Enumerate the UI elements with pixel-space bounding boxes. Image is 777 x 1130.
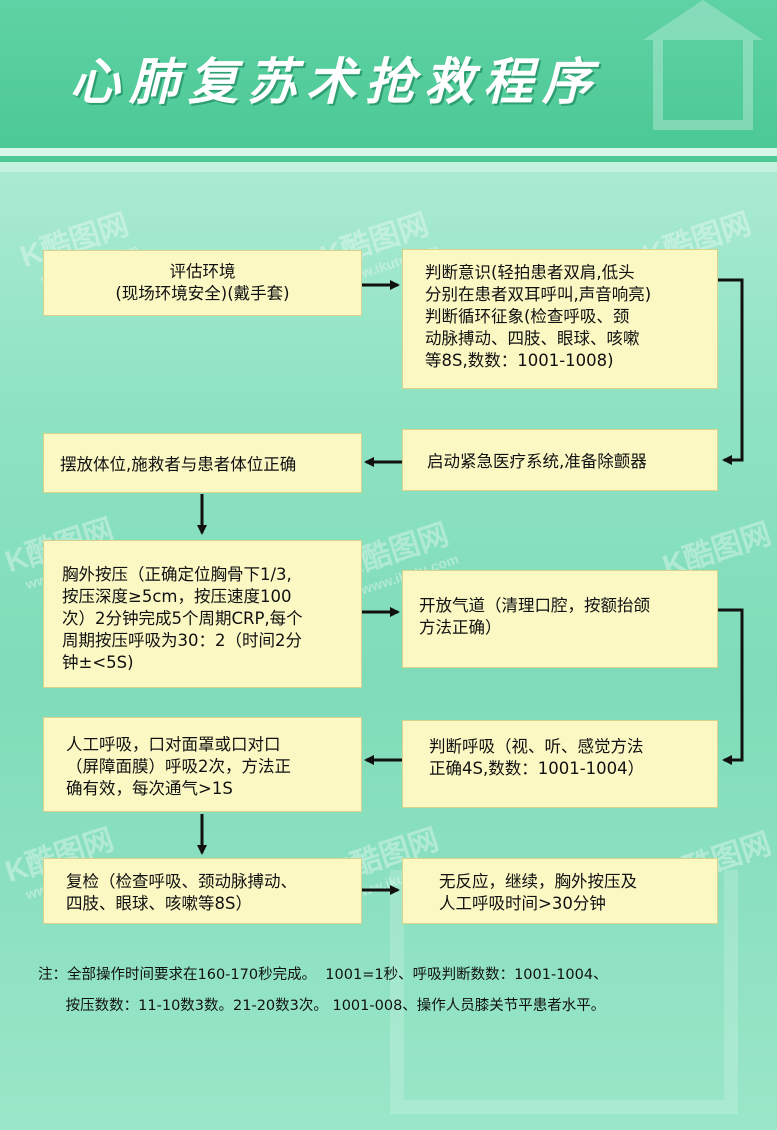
step-recheck: 复检（检查呼吸、颈动脉搏动、 四肢、眼球、咳嗽等8S） xyxy=(43,858,362,924)
step-judge-breathing: 判断呼吸（视、听、感觉方法 正确4S,数数：1001-1004） xyxy=(402,720,718,808)
step-judge-consciousness: 判断意识(轻拍患者双肩,低头 分别在患者双耳呼叫,声音响亮) 判断循环征象(检查… xyxy=(402,249,718,389)
footnote-line-1: 注：全部操作时间要求在160-170秒完成。 1001=1秒、呼吸判断数数：10… xyxy=(38,967,608,983)
arrow-loop-right xyxy=(718,608,744,765)
header-banner: 心肺复苏术抢救程序 xyxy=(0,0,777,148)
step-position: 摆放体位,施救者与患者体位正确 xyxy=(43,433,362,493)
page-title: 心肺复苏术抢救程序 xyxy=(70,52,601,111)
background-house-icon xyxy=(390,870,738,1114)
step-rescue-breathing: 人工呼吸，口对面罩或口对口 （屏障面膜）呼吸2次，方法正 确有效，每次通气>1S xyxy=(43,717,362,812)
step-activate-ems: 启动紧急医疗系统,准备除颤器 xyxy=(402,429,718,491)
step-no-response-continue: 无反应，继续，胸外按压及 人工呼吸时间>30分钟 xyxy=(402,858,718,924)
step-chest-compression: 胸外按压（正确定位胸骨下1/3, 按压深度≥5cm，按压速度100 次）2分钟完… xyxy=(43,540,362,688)
step-assess-environment: 评估环境 (现场环境安全)(戴手套) xyxy=(43,250,362,316)
house-decoration-icon xyxy=(643,0,763,130)
header-divider xyxy=(0,148,777,172)
step-open-airway: 开放气道（清理口腔，按额抬颌 方法正确） xyxy=(402,570,718,668)
arrow-loop-right xyxy=(718,278,744,465)
footnote-line-2: 按压数数：11-10数3数。21-20数3次。 1001-008、操作人员膝关节… xyxy=(38,998,606,1014)
